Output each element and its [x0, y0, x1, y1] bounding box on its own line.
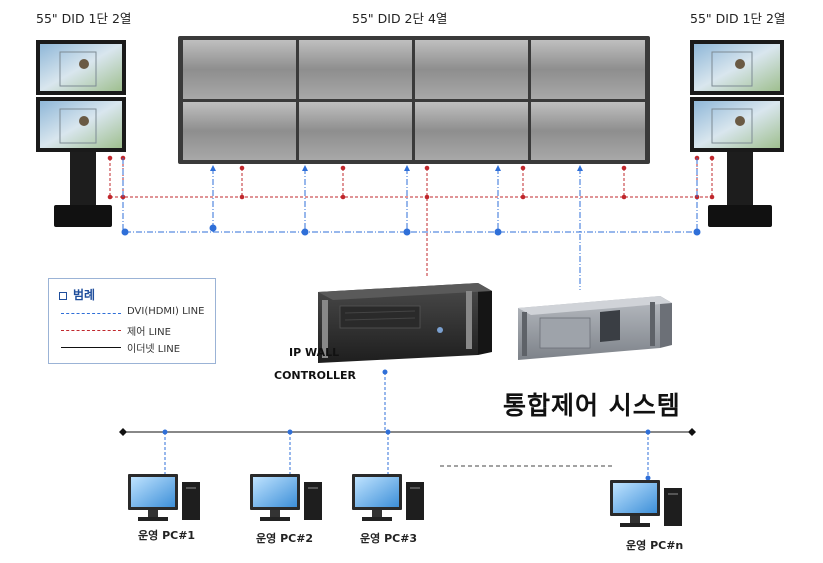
control-lines [109, 158, 713, 278]
legend-control-label: 제어 LINE [127, 327, 171, 338]
integrated-system-title: 통합제어 시스템 [503, 391, 681, 420]
right-did-stand [690, 40, 784, 227]
legend-row-ethernet: 이더넷 LINE [61, 339, 211, 355]
operator-pc-3 [352, 474, 424, 521]
legend-box: 범례 DVI(HDMI) LINE 제어 LINE 이더넷 LINE [48, 278, 216, 364]
legend-dvi-label: DVI(HDMI) LINE [127, 306, 205, 317]
ethernet-drops [164, 372, 649, 478]
pc-label-n: 운영 PC#n [626, 539, 684, 552]
ip-wall-controller [318, 283, 492, 363]
legend-dvi-line [61, 313, 121, 314]
pc-label-1: 운영 PC#1 [138, 529, 196, 542]
legend-square-icon [59, 291, 67, 300]
center-video-wall [178, 36, 650, 164]
pc-label-2: 운영 PC#2 [256, 532, 314, 545]
operator-pc-2 [250, 474, 322, 521]
legend-row-control: 제어 LINE [61, 322, 211, 338]
legend-ethernet-label: 이더넷 LINE [127, 344, 181, 355]
integrated-control-system [518, 296, 672, 360]
legend-title: 범례 [59, 286, 95, 303]
left-did-title: 55" DID 1단 2열 [36, 11, 132, 26]
operator-pc-n [610, 480, 682, 527]
center-did-title: 55" DID 2단 4열 [352, 11, 448, 26]
right-did-title: 55" DID 1단 2열 [690, 11, 786, 26]
control-nodes [107, 155, 715, 200]
dvi-nodes [121, 224, 701, 236]
legend-control-line [61, 330, 121, 331]
legend-ethernet-line [61, 347, 121, 348]
legend-row-dvi: DVI(HDMI) LINE [61, 305, 211, 321]
controller-label-line2: CONTROLLER [274, 369, 356, 382]
operator-pc-1 [128, 474, 200, 521]
ethernet-nodes [119, 428, 696, 436]
left-did-stand [36, 40, 126, 227]
controller-label-line1: IP WALL [289, 346, 340, 359]
dvi-arrows [210, 165, 583, 171]
pc-label-3: 운영 PC#3 [360, 532, 418, 545]
legend-title-text: 범례 [73, 288, 96, 302]
dvi-lines [122, 158, 698, 290]
